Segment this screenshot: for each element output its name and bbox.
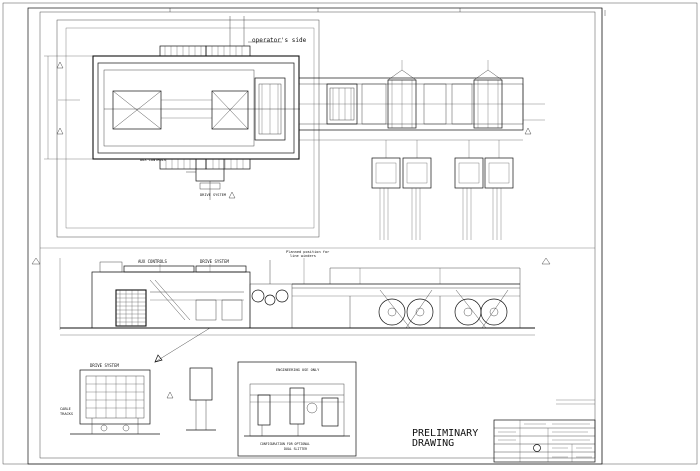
- inner-border: [39, 11, 596, 459]
- cable-tracks-label: CABLE: [60, 407, 71, 411]
- section-marker-icon: [31, 257, 41, 265]
- section-marker-icon: [166, 391, 174, 399]
- plan-view: operator's side AUX CONTROLS DRIVE SYSTE…: [44, 16, 545, 240]
- plan-aux-controls-label: AUX CONTROLS: [140, 158, 166, 162]
- planned-position-label-2: line winders: [290, 254, 316, 258]
- elevation-view: AUX CONTROLS DRIVE SYSTEM Planned positi…: [31, 250, 551, 336]
- detail-drive-system-label: DRIVE SYSTEM: [90, 363, 119, 368]
- section-marker-icon: [541, 257, 551, 265]
- planned-position-label: Planned position for: [286, 250, 330, 254]
- stamp-line-2: DRAWING: [412, 438, 454, 449]
- section-marker-icon: [56, 127, 64, 135]
- inset-title: ENGINEERING USE ONLY: [276, 368, 320, 372]
- elev-aux-controls-label: AUX CONTROLS: [138, 259, 167, 264]
- title-block: [493, 399, 596, 463]
- plan-drive-system-label: DRIVE SYSTEM: [200, 193, 227, 197]
- inset-view: ENGINEERING USE ONLY CONFIGURATION FOR O…: [237, 361, 357, 457]
- stamp-line-1: PRELIMINARY: [412, 428, 478, 439]
- section-marker-icon: [228, 191, 236, 199]
- leader-arrow-icon: [154, 354, 163, 363]
- cable-tracks-label-2: TRACKS: [60, 412, 73, 416]
- elev-drive-system-label: DRIVE SYSTEM: [200, 259, 229, 264]
- company-logo-icon: [533, 444, 541, 452]
- section-marker-icon: [524, 127, 532, 135]
- operators-side-label: operator's side: [252, 37, 307, 44]
- section-marker-icon: [56, 61, 64, 69]
- outer-border: [2, 2, 698, 465]
- border-ticks: [40, 8, 606, 249]
- drawing-border: [27, 7, 603, 465]
- inset-caption-line-1: CONFIGURATION FOR OPTIONAL: [260, 442, 310, 446]
- detail-view: DRIVE SYSTEM CABLE TRACKS: [60, 363, 216, 435]
- inset-caption-line-2: DUAL SLITTER: [284, 447, 307, 451]
- detail-leader-line: [154, 327, 211, 363]
